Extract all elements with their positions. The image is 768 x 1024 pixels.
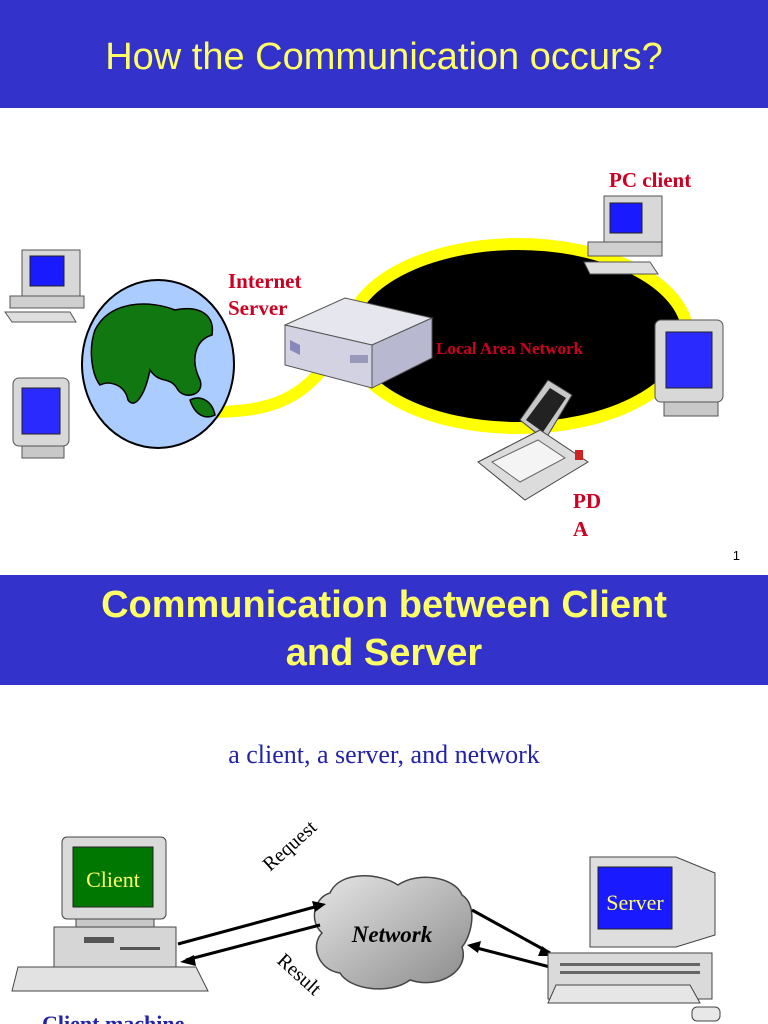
- server-out-arrow: [467, 941, 551, 969]
- slide-2-title: Communication between Client and Server: [0, 581, 768, 677]
- network-cloud-icon: [313, 875, 473, 990]
- slide-2-subtitle: a client, a server, and network: [228, 740, 540, 769]
- pc-client-label: PC client: [609, 168, 692, 192]
- result-arrow: [180, 923, 321, 966]
- slide-1: How the Communication occurs?: [0, 0, 768, 563]
- network-diagram: [4, 195, 724, 501]
- internet-server-icon: [283, 297, 434, 389]
- slide-2: Communication between Client and Server …: [0, 575, 768, 1024]
- slide-1-title: How the Communication occurs?: [105, 36, 663, 78]
- left-pc-icon: [4, 249, 85, 323]
- network-label: Network: [351, 922, 433, 947]
- pc-client-icon: [583, 195, 663, 275]
- internet-server-label: Internet Server: [228, 269, 302, 320]
- request-label: Request: [259, 816, 322, 876]
- server-computer-icon: [547, 856, 721, 1022]
- globe-icon: [81, 279, 235, 449]
- slide-1-title-bar: How the Communication occurs?: [0, 0, 768, 108]
- slide-2-title-line-2: and Server: [285, 632, 483, 674]
- client-screen-label: Client: [86, 867, 140, 892]
- request-arrow: [177, 901, 326, 946]
- server-screen-label: Server: [606, 890, 664, 915]
- right-monitor-icon: [654, 319, 724, 417]
- client-computer-icon: [11, 836, 209, 992]
- page-number: 1: [732, 548, 740, 563]
- pda-label: PD A: [573, 489, 601, 541]
- left-monitor-icon: [12, 377, 70, 459]
- lan-label: Local Area Network: [436, 339, 583, 358]
- client-machine-label: Client machine: [42, 1011, 185, 1024]
- pda-icon: [477, 379, 589, 501]
- slide-2-title-line-1: Communication between Client: [101, 584, 667, 626]
- slide-2-title-bar: Communication between Client and Server: [0, 575, 768, 685]
- client-server-diagram: Client Network: [11, 816, 721, 1024]
